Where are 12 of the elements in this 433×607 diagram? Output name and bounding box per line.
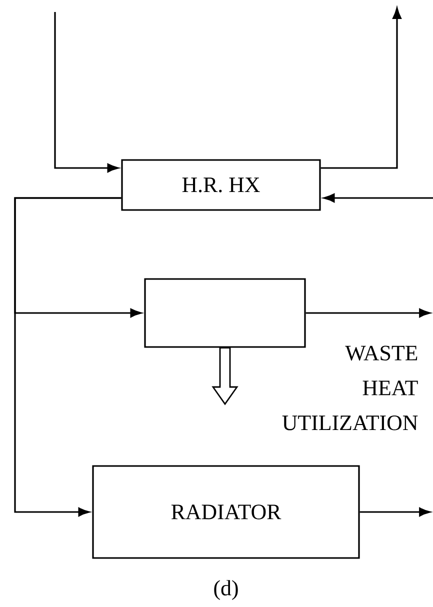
arrow <box>323 194 433 202</box>
caption: (d) <box>214 580 238 600</box>
arrow <box>306 308 430 318</box>
output-label: WASTE HEAT UTILIZATION <box>282 346 418 430</box>
arrow <box>54 12 119 172</box>
hollow-arrow <box>212 347 238 406</box>
arrow <box>14 197 122 516</box>
empty-box <box>144 278 306 348</box>
arrow <box>320 8 402 169</box>
arrow <box>360 508 430 516</box>
process-box: RADIATOR <box>92 465 360 559</box>
process-box: H.R. HX <box>121 159 321 211</box>
